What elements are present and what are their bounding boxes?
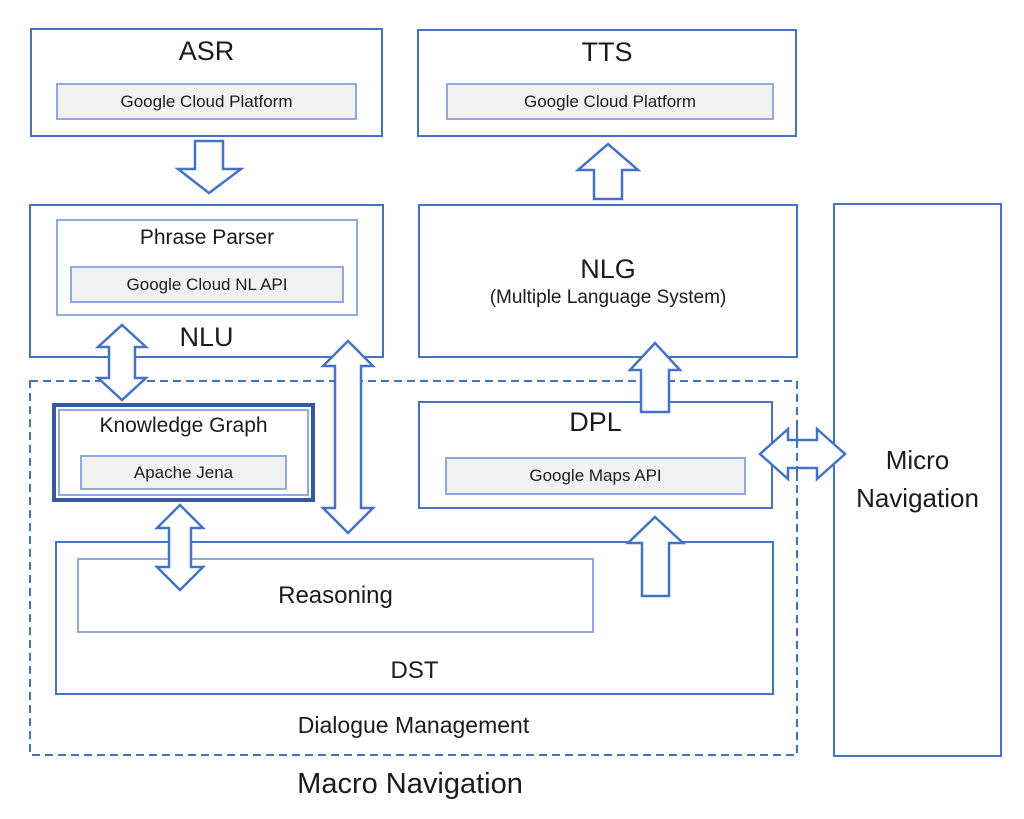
dpl-box: DPL Google Maps API: [418, 401, 773, 509]
knowledge-graph-inner-border: Knowledge Graph Apache Jena: [58, 409, 309, 496]
dst-label: DST: [390, 657, 439, 684]
reasoning-box: Reasoning: [77, 558, 594, 633]
nl-api-chip: Google Cloud NL API: [70, 266, 344, 303]
asr-platform-chip: Google Cloud Platform: [56, 83, 357, 120]
nlg-subtitle: (Multiple Language System): [489, 286, 727, 308]
dpl-label: DPL: [569, 407, 622, 437]
tts-platform-label: Google Cloud Platform: [524, 91, 696, 111]
reasoning-label: Reasoning: [278, 581, 393, 609]
asr-box: ASR Google Cloud Platform: [30, 28, 383, 137]
nlu-label: NLU: [179, 322, 234, 352]
nlg-label: NLG: [580, 253, 636, 284]
phrase-parser-label: Phrase Parser: [139, 226, 275, 249]
nl-api-label: Google Cloud NL API: [126, 274, 288, 294]
nlg-box: NLG (Multiple Language System): [418, 204, 798, 358]
tts-label: TTS: [581, 37, 633, 67]
phrase-parser-box: Phrase Parser Google Cloud NL API: [56, 219, 358, 316]
google-maps-chip: Google Maps API: [445, 457, 746, 495]
arrow-nlu-dst: [319, 339, 377, 535]
arrow-asr-to-nlu: [174, 139, 245, 195]
micro-navigation-label: Micro Navigation: [856, 445, 979, 513]
dialogue-management-label: Dialogue Management: [297, 712, 530, 738]
asr-platform-label: Google Cloud Platform: [120, 91, 293, 111]
dst-box: Reasoning DST: [55, 541, 774, 695]
google-maps-label: Google Maps API: [529, 466, 662, 485]
macro-navigation-label: Macro Navigation: [297, 768, 523, 800]
arrow-nlg-to-tts: [574, 142, 642, 201]
knowledge-graph-box: Knowledge Graph Apache Jena: [52, 403, 315, 502]
apache-jena-label: Apache Jena: [133, 462, 234, 482]
nlu-box: Phrase Parser Google Cloud NL API NLU: [29, 204, 384, 358]
micro-navigation-box: Micro Navigation: [833, 203, 1002, 757]
apache-jena-chip: Apache Jena: [80, 455, 287, 490]
tts-platform-chip: Google Cloud Platform: [446, 83, 774, 120]
asr-label: ASR: [178, 36, 235, 66]
tts-box: TTS Google Cloud Platform: [417, 29, 797, 137]
knowledge-graph-label: Knowledge Graph: [99, 414, 268, 437]
